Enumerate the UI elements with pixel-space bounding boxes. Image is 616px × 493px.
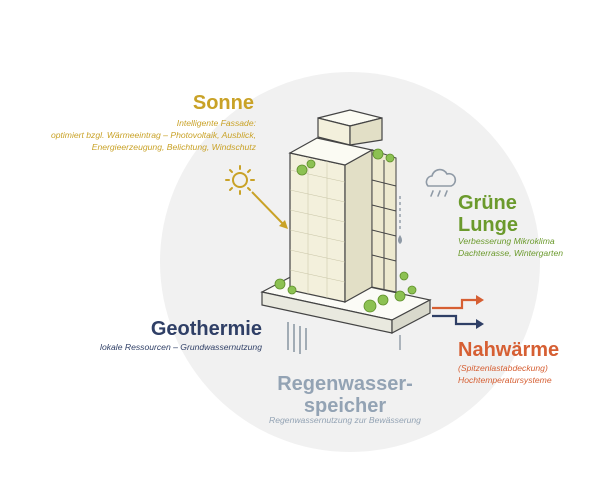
nahwaerme-description: (Spitzenlastabdeckung) Hochtemperatursys… — [458, 362, 608, 386]
sonne-title: Sonne — [192, 92, 254, 114]
rain-cloud-icon — [425, 168, 457, 197]
gruene-lunge-line: Verbesserung Mikroklima — [458, 236, 555, 246]
gruene-lunge-title: Grüne Lunge — [458, 192, 518, 236]
sonne-line: Intelligente Fassade: — [176, 118, 256, 128]
facade-grid — [289, 157, 346, 298]
sonne-description: Intelligente Fassade: optimiert bzgl. Wä… — [36, 117, 256, 153]
regenwasserspeicher-line: Regenwassernutzung zur Bewässerung — [269, 415, 421, 425]
building-rear-volume — [317, 109, 383, 146]
heat-arrowhead — [476, 295, 484, 305]
sonne-line: optimiert bzgl. Wärmeeintrag – Photovolt… — [50, 130, 256, 140]
sun-icon — [225, 165, 255, 195]
greenery — [274, 148, 417, 313]
gruene-lunge-title-line: Lunge — [458, 214, 518, 236]
geothermie-title: Geothermie — [150, 318, 262, 340]
gruene-lunge-line: Dachterrasse, Wintergarten — [458, 248, 564, 258]
regenwasserspeicher-title-line: Regenwasser- — [277, 373, 413, 395]
geothermal-probe-icon — [287, 322, 307, 354]
nahwaerme-line: Hochtemperatursysteme — [458, 375, 552, 385]
sun-ray-arrow — [251, 191, 286, 227]
geothermie-description: lokale Ressourcen – Grundwassernutzung — [62, 341, 262, 353]
building-tower — [288, 137, 374, 304]
sonne-line: Energieerzeugung, Belichtung, Windschutz — [91, 142, 256, 152]
regenwasserspeicher-description: Regenwassernutzung zur Bewässerung — [250, 414, 440, 426]
nahwaerme-line: (Spitzenlastabdeckung) — [458, 363, 548, 373]
sun-ray-arrowhead — [279, 220, 288, 229]
cold-arrow-icon — [432, 314, 478, 326]
water-drop-icon — [398, 235, 402, 244]
gruene-lunge-title-line: Grüne — [458, 192, 517, 214]
gruene-lunge-description: Verbesserung Mikroklima Dachterrasse, Wi… — [458, 235, 608, 259]
heat-arrow-icon — [432, 298, 478, 310]
regenwasserspeicher-title-line: speicher — [303, 395, 387, 417]
regenwasserspeicher-title: Regenwasser- speicher — [270, 373, 420, 417]
nahwaerme-title: Nahwärme — [458, 339, 560, 361]
building-side-facade — [371, 149, 397, 293]
cold-arrowhead — [476, 319, 484, 329]
geothermie-line: lokale Ressourcen – Grundwassernutzung — [100, 342, 262, 352]
